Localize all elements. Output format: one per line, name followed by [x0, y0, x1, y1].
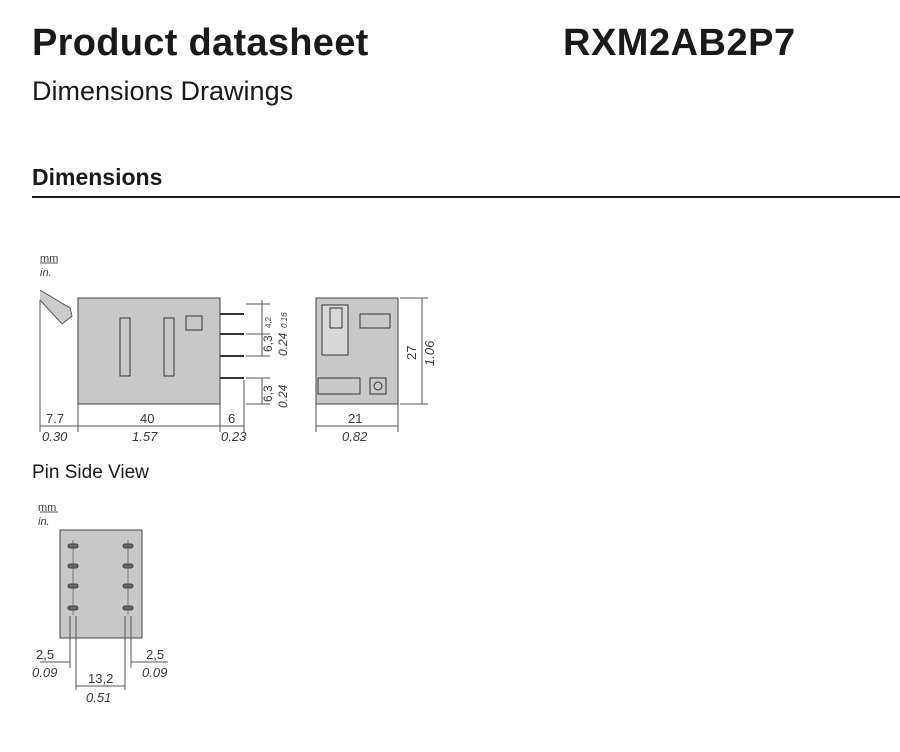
- dim-small-mm: 4,2: [264, 316, 273, 328]
- pin-dim-right-in: 0.09: [142, 665, 167, 680]
- pin-dim-mid-in: 0.51: [86, 690, 111, 705]
- product-reference: RXM2AB2P7: [563, 22, 796, 64]
- dim-height-mm: 27: [404, 346, 419, 360]
- section-heading: Dimensions: [32, 164, 163, 190]
- page-title: Product datasheet: [32, 22, 369, 64]
- dim-length-in: 1.57: [132, 429, 158, 444]
- pin-unit-mm: mm: [38, 502, 56, 514]
- dim-height-in: 1.06: [422, 340, 437, 366]
- dim-clip-mm: 7.7: [46, 411, 64, 426]
- dim-small-in: 0.16: [280, 312, 289, 328]
- dim-pitch-mm: 6,3: [261, 335, 275, 352]
- unit-in: in.: [40, 267, 52, 279]
- dim-pitch2-mm: 6,3: [261, 385, 275, 402]
- pin-dim-mid-mm: 13,2: [88, 671, 113, 686]
- pin-side-view-drawing: mm in. 2,5 0.09 13,2 0.51 2,5 0.09: [32, 502, 168, 705]
- relay-dimension-drawing: mm in. 7.7 0.30 40 1.57 6 0.23 21 0.82 2…: [39, 253, 437, 444]
- page-subtitle: Dimensions Drawings: [32, 76, 294, 106]
- dim-width-mm: 21: [348, 411, 362, 426]
- relay-body-side: [77, 297, 221, 405]
- dim-pin-in: 0.23: [221, 429, 247, 444]
- dim-pitch-in: 0.24: [276, 332, 290, 356]
- pin-dim-left-in: 0.09: [32, 665, 57, 680]
- pin-side-view-caption: Pin Side View: [32, 462, 149, 483]
- section-rule: [32, 196, 900, 198]
- dim-pin-mm: 6: [228, 411, 235, 426]
- pin-unit-in: in.: [38, 516, 50, 528]
- dim-pitch2-in: 0.24: [276, 384, 290, 408]
- unit-mm: mm: [40, 253, 58, 265]
- dim-width-in: 0.82: [342, 429, 368, 444]
- dim-clip-in: 0.30: [42, 429, 68, 444]
- dim-length-mm: 40: [140, 411, 154, 426]
- pin-dim-left-mm: 2,5: [36, 647, 54, 662]
- pin-dim-right-mm: 2,5: [146, 647, 164, 662]
